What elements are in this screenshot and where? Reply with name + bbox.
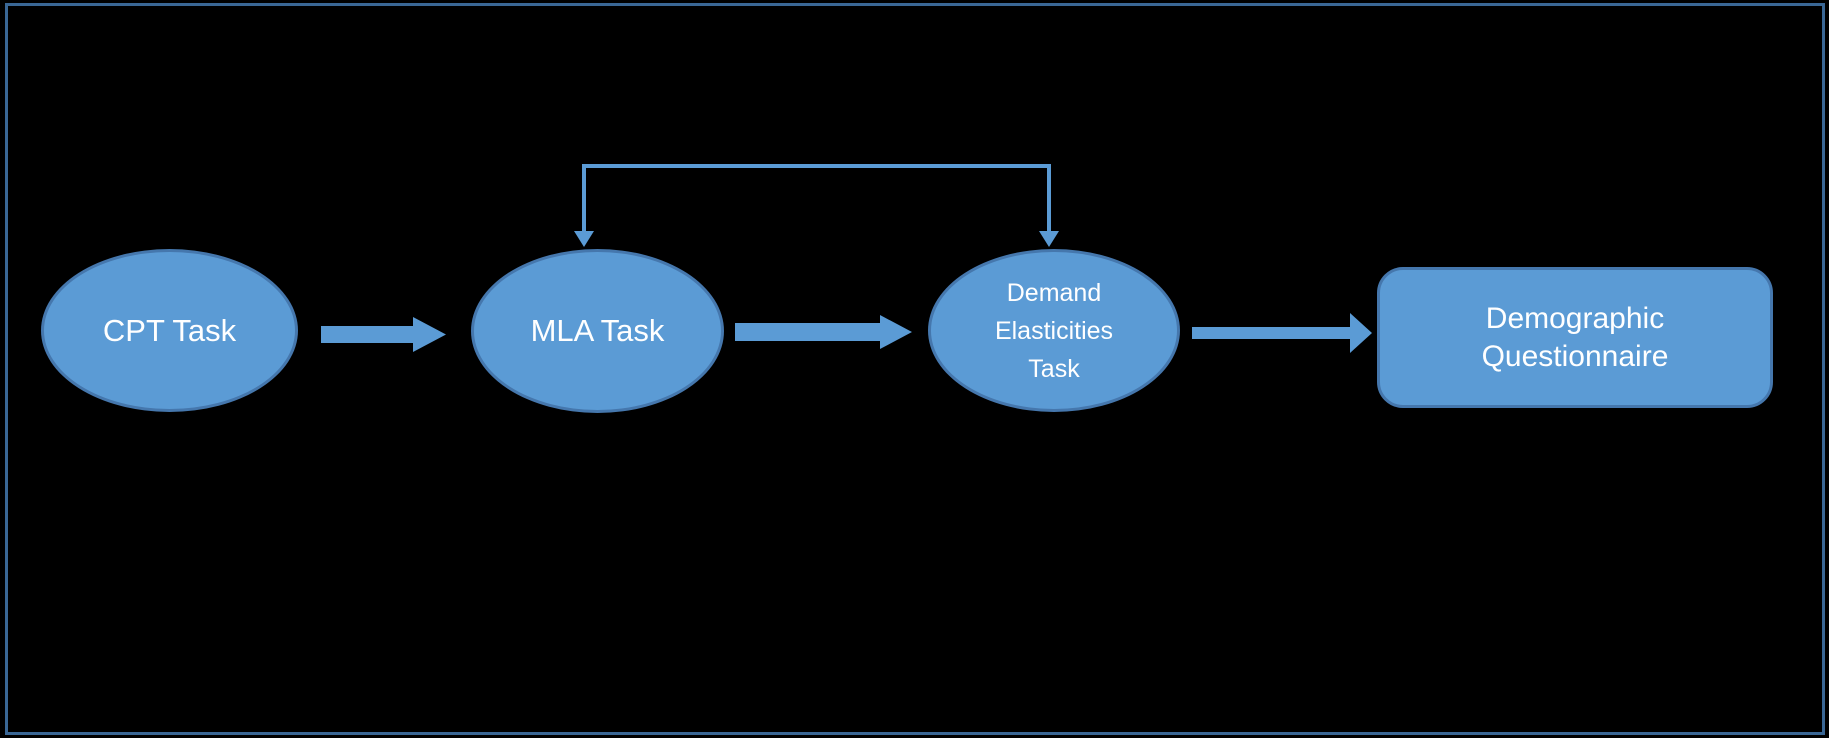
node-label-demand-elasticities-task: Demand Elasticities Task bbox=[994, 278, 1114, 383]
node-label-cpt-task: CPT Task bbox=[102, 312, 237, 348]
node-label-mla-task: MLA Task bbox=[530, 313, 665, 348]
node-demographic-questionnaire: Demographic Questionnaire bbox=[1377, 267, 1773, 408]
node-label-demographic-questionnaire: Demographic Questionnaire bbox=[1481, 301, 1669, 373]
node-demand-elasticities-task: Demand Elasticities Task bbox=[928, 249, 1180, 412]
node-cpt-task: CPT Task bbox=[41, 249, 298, 412]
slide-border-frame bbox=[5, 3, 1825, 735]
node-mla-task: MLA Task bbox=[471, 249, 724, 413]
